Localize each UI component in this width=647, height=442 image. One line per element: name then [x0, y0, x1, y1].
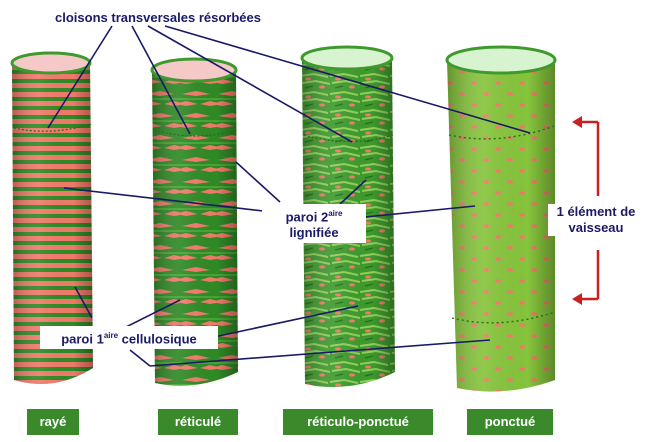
vessel-ponctue — [445, 45, 557, 392]
vessel-raye — [10, 51, 93, 384]
element-bracket-arrow — [572, 116, 600, 305]
paroi2-line2: lignifiée — [289, 225, 339, 241]
leader-lines-paroi1 — [74, 286, 491, 367]
paroi2-sup: aire — [328, 209, 343, 218]
label-element-vaisseau: 1 élément de vaisseau — [548, 204, 644, 236]
paroi1-prefix: paroi 1 — [61, 331, 104, 347]
element-line1: 1 élément de — [556, 204, 636, 219]
element-line2: vaisseau — [568, 220, 624, 235]
label-cloisons: cloisons transversales résorbées — [55, 10, 261, 25]
leader-lines-cloisons — [47, 25, 531, 143]
tag-ponctue: ponctué — [467, 409, 553, 435]
vessel-reticule — [150, 57, 238, 386]
label-paroi1: paroi 1aire cellulosique — [40, 326, 218, 350]
tag-reticulo-ponctue: réticulo-ponctué — [283, 409, 433, 435]
label-paroi2: paroi 2aire lignifiée — [262, 204, 366, 244]
paroi2-prefix: paroi 2 — [285, 209, 329, 225]
paroi1-sup: aire — [103, 331, 119, 340]
paroi1-suffix: cellulosique — [118, 331, 197, 347]
tag-reticule: réticulé — [158, 409, 238, 435]
leader-lines-paroi2 — [63, 161, 476, 219]
tag-raye: rayé — [27, 409, 79, 435]
